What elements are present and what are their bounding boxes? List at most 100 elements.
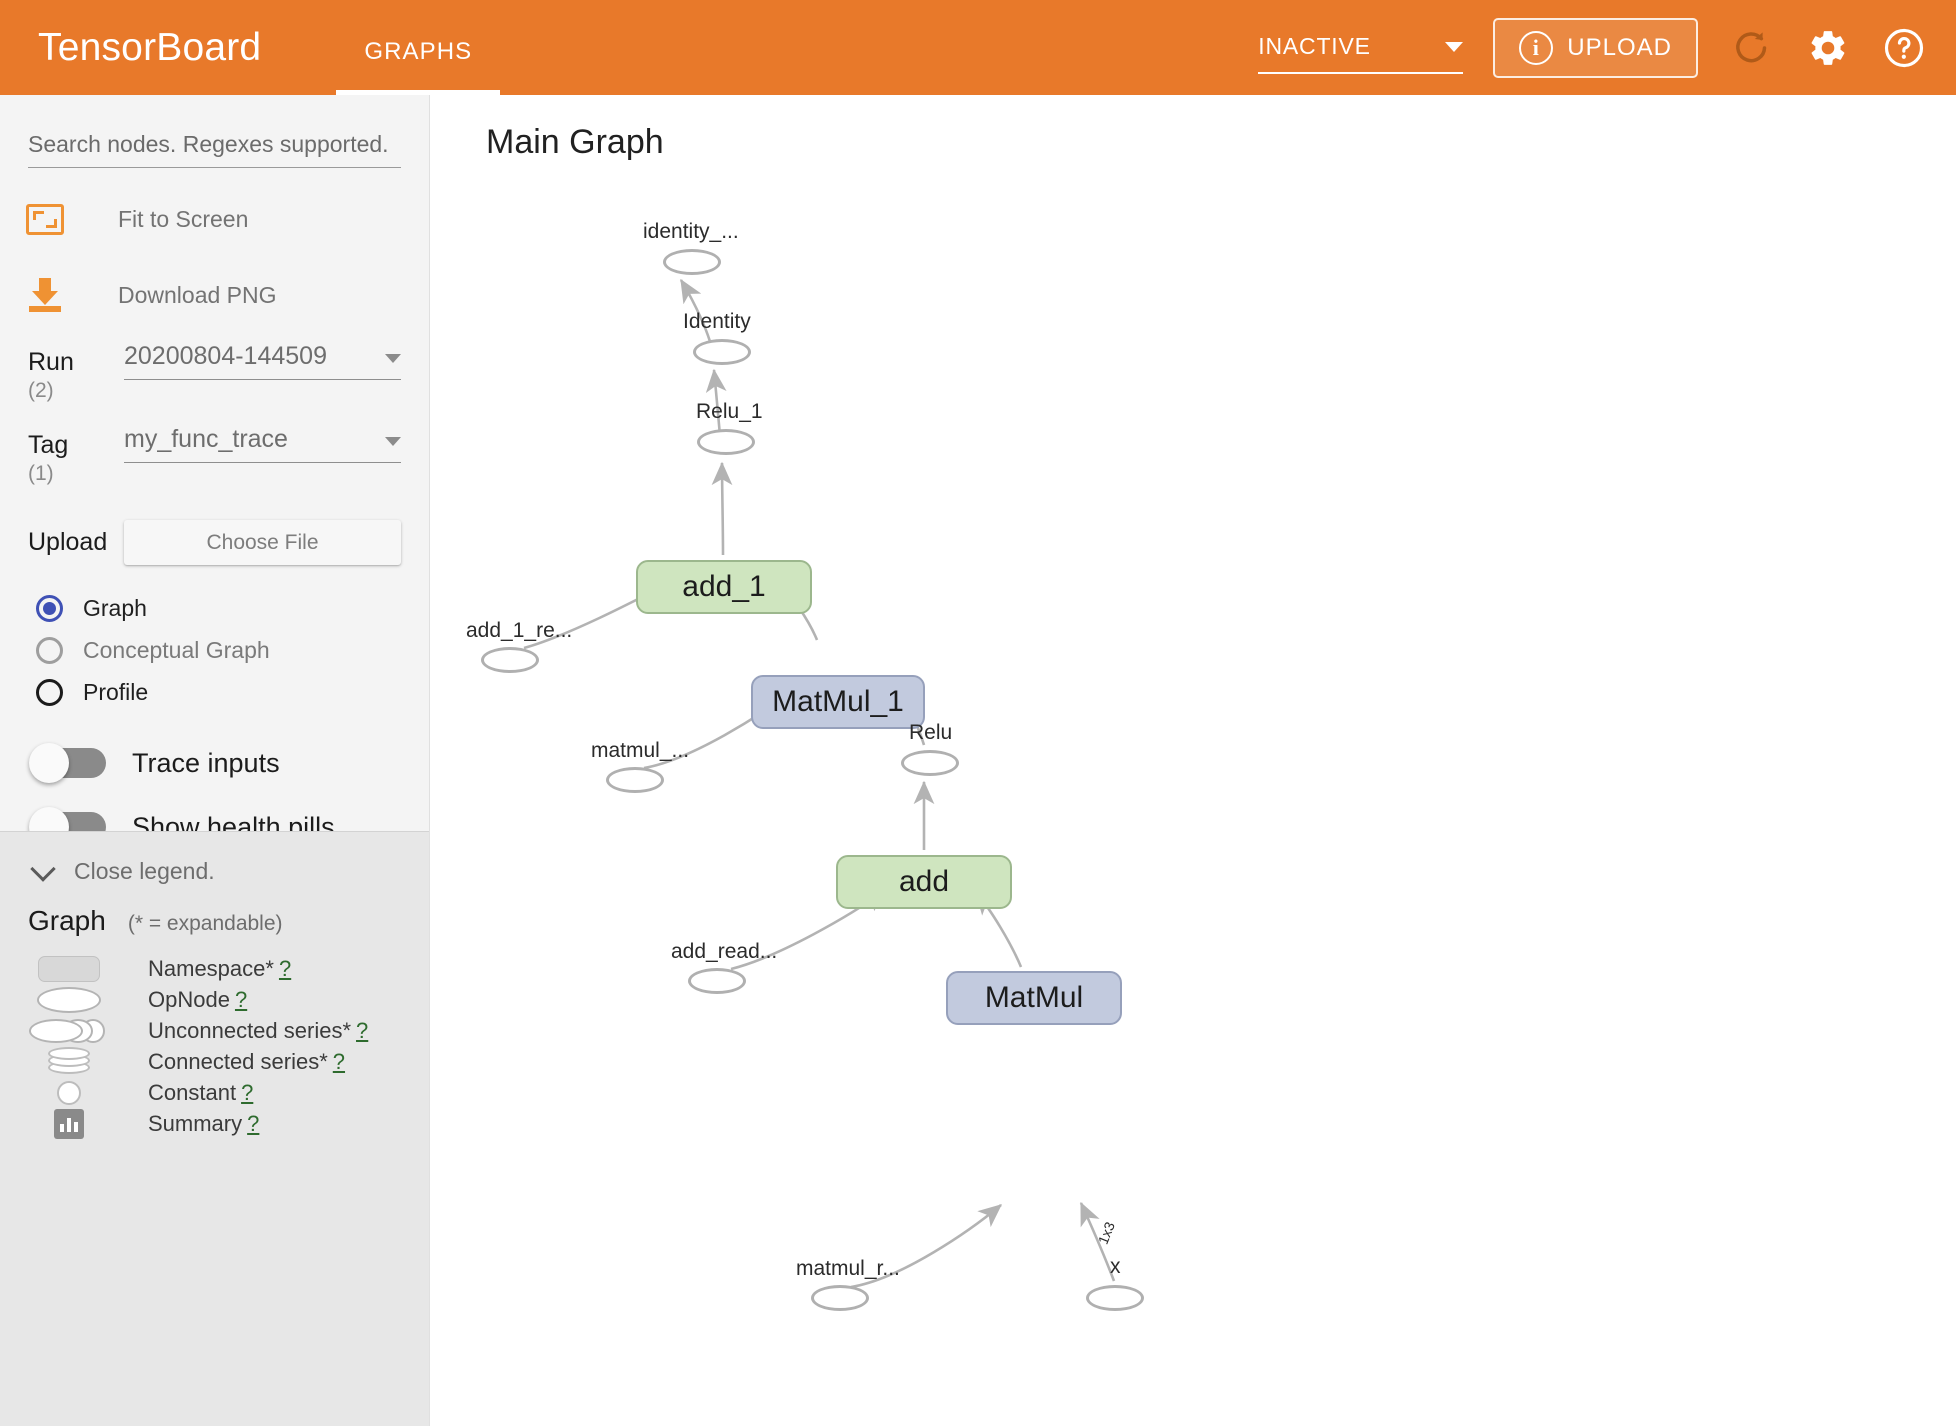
node-matmul-1[interactable]: MatMul_1 (751, 675, 925, 729)
fit-to-screen-button[interactable]: Fit to Screen (26, 194, 429, 244)
app-header: TensorBoard GRAPHS INACTIVE i UPLOAD (0, 0, 1956, 95)
graph-title: Main Graph (486, 123, 664, 161)
radio-conceptual-graph-label: Conceptual Graph (83, 636, 270, 663)
choose-file-label: Choose File (206, 530, 319, 554)
download-png-label: Download PNG (118, 281, 277, 308)
node-add-1-readvariableop-label: add_1_re... (466, 619, 573, 642)
run-label-group: Run (2) (28, 342, 124, 403)
node-matmul-label: MatMul (984, 981, 1084, 1014)
radio-graph-label: Graph (83, 594, 147, 621)
tag-selected-value: my_func_trace (124, 425, 288, 453)
node-matmul[interactable]: MatMul (946, 971, 1122, 1025)
download-icon (26, 278, 64, 312)
reload-icon[interactable] (1730, 26, 1774, 70)
chevron-down-icon (385, 354, 401, 363)
node-add[interactable]: add (836, 855, 1012, 909)
toggle-trace-inputs[interactable]: Trace inputs (29, 731, 429, 795)
search-input[interactable] (28, 131, 401, 168)
legend-panel: Close legend. Graph (* = expandable) Nam… (0, 831, 429, 1426)
node-relu-label: Relu (909, 721, 953, 744)
node-relu-1[interactable] (697, 429, 755, 455)
chevron-down-icon (1445, 41, 1464, 52)
run-status-select[interactable]: INACTIVE (1258, 22, 1464, 74)
radio-conceptual-graph[interactable]: Conceptual Graph (36, 629, 429, 671)
close-legend-button[interactable]: Close legend. (30, 855, 429, 885)
gear-icon[interactable] (1806, 26, 1850, 70)
radio-conceptual-graph-indicator (36, 636, 63, 664)
tag-label: Tag (28, 431, 69, 459)
node-relu-1-label: Relu_1 (696, 400, 763, 423)
constant-icon (28, 1077, 110, 1108)
upload-label: Upload (28, 528, 108, 556)
upload-button[interactable]: i UPLOAD (1493, 17, 1698, 78)
node-matmul-1-readvariableop-label: matmul_... (591, 739, 690, 762)
help-link[interactable]: ? (241, 1079, 254, 1105)
legend-item-namespace-label: Namespace*? (148, 955, 292, 981)
download-png-button[interactable]: Download PNG (26, 270, 429, 320)
legend-item-opnode-label: OpNode? (148, 986, 248, 1012)
fit-to-screen-icon (26, 203, 64, 235)
graph-canvas[interactable]: Main Graph (431, 95, 1956, 1426)
node-add-1-readvariableop[interactable] (481, 647, 539, 673)
upload-field: Upload Choose File (28, 520, 401, 565)
legend-item-unconnected-series-label: Unconnected series*? (148, 1017, 369, 1043)
fit-to-screen-label: Fit to Screen (118, 205, 249, 232)
sidebar: Fit to Screen Download PNG Run (2) 20200… (0, 95, 430, 1426)
tag-select[interactable]: my_func_trace (124, 425, 401, 463)
legend-item-constant: Constant? (28, 1077, 429, 1108)
help-link[interactable]: ? (332, 1048, 346, 1074)
node-matmul-1-readvariableop[interactable] (606, 767, 664, 793)
tag-count: (1) (28, 462, 54, 485)
tab-graphs[interactable]: GRAPHS (336, 0, 501, 95)
legend-item-namespace: Namespace*? (28, 953, 429, 984)
help-icon[interactable] (1882, 26, 1926, 70)
summary-icon (28, 1108, 110, 1139)
node-add-readvariableop-label: add_read... (671, 940, 778, 963)
legend-title: Graph (28, 905, 106, 936)
opnode-icon (28, 984, 110, 1015)
unconnected-series-icon (28, 1015, 110, 1046)
node-matmul-1-label: MatMul_1 (772, 685, 904, 718)
radio-graph-indicator (36, 594, 63, 622)
node-identity[interactable] (693, 339, 751, 365)
legend-hint: (* = expandable) (127, 912, 283, 935)
radio-profile-label: Profile (83, 678, 149, 705)
radio-graph[interactable]: Graph (36, 587, 429, 629)
node-matmul-readvariableop[interactable] (811, 1285, 869, 1311)
run-status-value: INACTIVE (1258, 33, 1371, 59)
node-identity-out-label: identity_... (643, 220, 739, 243)
node-add-1-label: add_1 (682, 570, 766, 603)
node-relu[interactable] (901, 750, 959, 776)
help-link[interactable]: ? (234, 986, 248, 1012)
run-selected-value: 20200804-144509 (124, 342, 327, 370)
tab-bar: GRAPHS (336, 0, 501, 95)
namespace-icon (28, 953, 110, 984)
tag-label-group: Tag (1) (28, 425, 124, 486)
help-link[interactable]: ? (356, 1017, 369, 1043)
legend-title-row: Graph (* = expandable) (28, 905, 429, 937)
node-add-1[interactable]: add_1 (636, 560, 812, 614)
legend-item-constant-label: Constant? (148, 1079, 254, 1105)
upload-button-label: UPLOAD (1567, 33, 1672, 61)
node-identity-out[interactable] (663, 249, 721, 275)
connected-series-icon (28, 1046, 110, 1077)
run-select[interactable]: 20200804-144509 (124, 342, 401, 380)
help-link[interactable]: ? (278, 955, 292, 981)
choose-file-button[interactable]: Choose File (124, 520, 401, 565)
close-legend-label: Close legend. (74, 858, 215, 884)
chevron-down-icon (385, 437, 401, 446)
help-link[interactable]: ? (247, 1110, 260, 1136)
app-brand: TensorBoard (38, 25, 262, 69)
legend-item-summary: Summary? (28, 1108, 429, 1139)
run-field: Run (2) 20200804-144509 (28, 342, 401, 403)
node-add-readvariableop[interactable] (688, 968, 746, 994)
radio-profile-indicator (36, 678, 63, 706)
node-identity-label: Identity (683, 310, 751, 333)
node-matmul-readvariableop-label: matmul_r... (796, 1257, 900, 1280)
node-add-label: add (898, 865, 950, 898)
radio-profile[interactable]: Profile (36, 671, 429, 713)
run-label: Run (28, 348, 74, 376)
node-x[interactable] (1086, 1285, 1144, 1311)
legend-item-summary-label: Summary? (148, 1110, 260, 1136)
toggle-trace-inputs-switch[interactable] (29, 743, 106, 783)
